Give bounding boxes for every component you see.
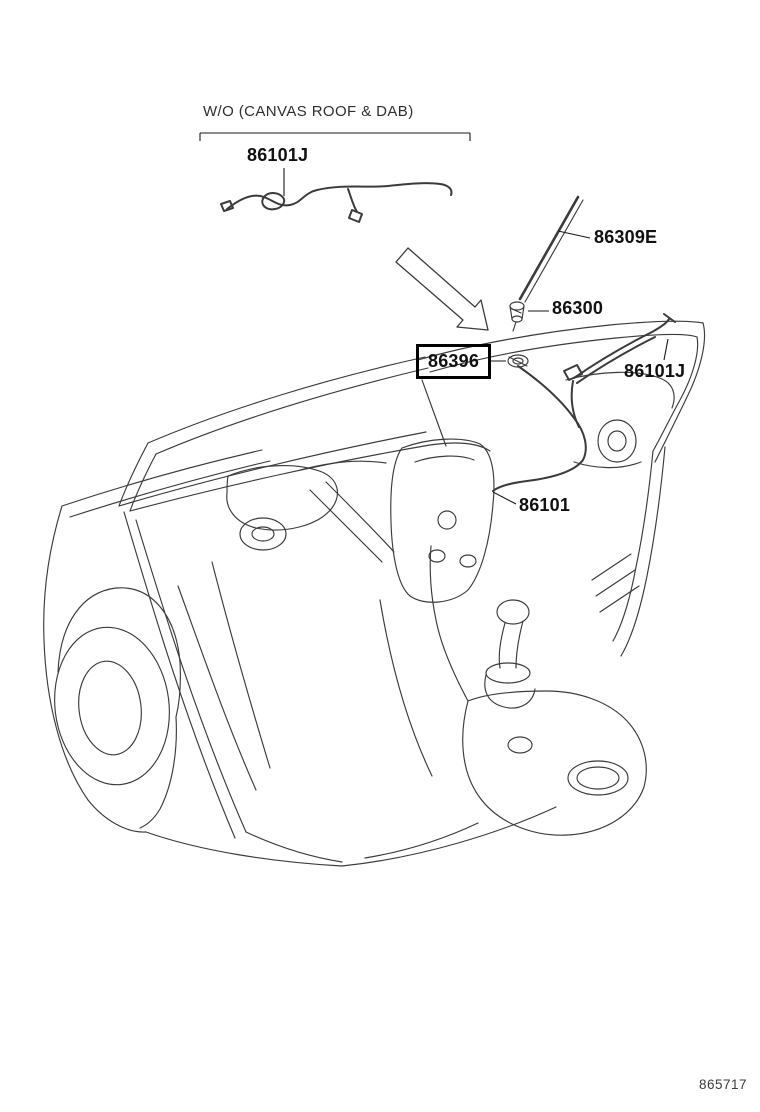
callout-leader-lines [199,132,669,505]
part-label-86101j-top[interactable]: 86101J [247,145,309,165]
car-cutaway-drawing [43,320,706,867]
cord-connector [563,364,583,381]
antenna-cord-top-drawing [220,182,453,223]
gauge-dial [239,517,287,551]
direction-arrow [395,247,489,331]
part-label-86396-selected[interactable]: 86396 [416,344,492,379]
center-console [462,690,647,836]
part-label-86300[interactable]: 86300 [552,298,604,318]
gear-shift-knob [496,599,530,625]
cord-connector [348,209,363,223]
front-fender-outline [43,505,63,641]
rear-deck-edge [417,320,704,361]
rear-speaker-circle [597,419,637,463]
antenna-rod-drawing [518,195,584,303]
figure-code: 865717 [699,1077,748,1092]
variant-note: W/O (CANVAS ROOF & DAB) [203,103,414,120]
windshield-top-line [147,356,426,444]
part-label-86101j-right[interactable]: 86101J [624,361,686,381]
antenna-bracket-drawing [507,354,529,368]
cord-connector [220,200,234,212]
part-label-86309e[interactable]: 86309E [594,227,658,247]
antenna-cord-main-drawing [492,365,587,492]
center-stack-panel [390,438,495,603]
part-label-86101[interactable]: 86101 [519,495,571,515]
antenna-base-drawing [509,301,525,332]
instrument-binnacle [226,465,339,531]
front-wheel [54,626,170,786]
variant-note-bracket [199,132,471,141]
